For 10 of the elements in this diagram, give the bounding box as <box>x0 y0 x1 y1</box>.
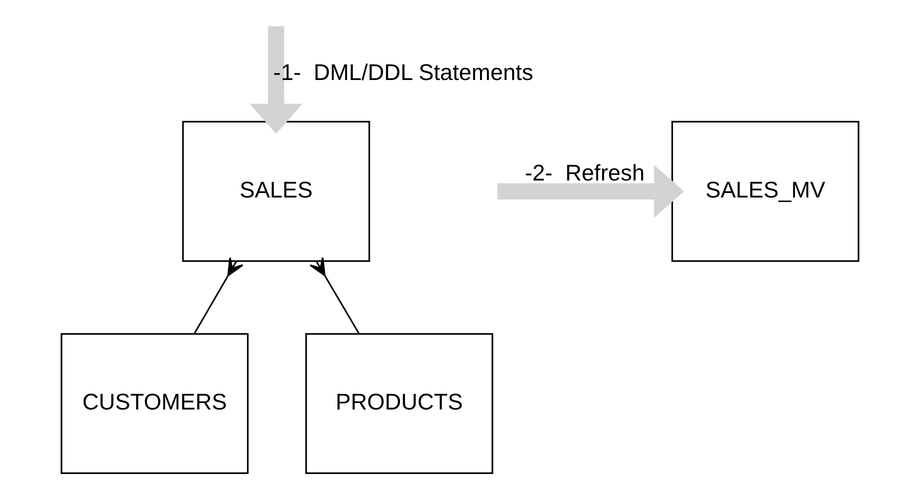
arrow <box>497 165 684 218</box>
connector <box>309 256 360 334</box>
edge-label: -1- DML/DDL Statements <box>273 58 534 85</box>
node-box: PRODUCTS <box>305 333 494 474</box>
edge-label: -2- Refresh <box>524 159 645 186</box>
node-box: SALES <box>182 120 370 262</box>
arrow <box>250 26 302 134</box>
node-box: SALES_MV <box>671 120 860 262</box>
connector <box>194 256 244 334</box>
node-box: CUSTOMERS <box>60 333 249 474</box>
